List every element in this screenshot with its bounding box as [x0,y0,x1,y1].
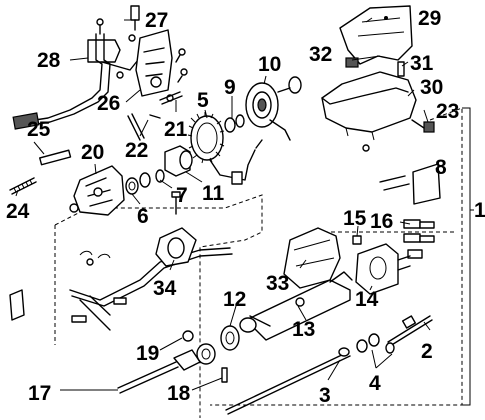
part-22-shaft [127,113,161,141]
callout-18: 18 [167,382,191,405]
part-15-nut [352,235,362,245]
callout-32: 32 [309,43,332,66]
part-4-bushing [356,333,395,354]
callout-15: 15 [343,207,367,230]
part-7-washer [139,169,165,188]
part-28-turn-signal-switch [12,18,139,130]
callout-labels: 1 2 3 4 5 6 7 8 9 10 11 12 13 14 15 16 1… [6,7,485,407]
callout-25: 25 [27,118,51,141]
part-34-multifunction-switch [69,227,233,331]
callout-33: 33 [266,272,289,295]
callout-11: 11 [202,182,225,205]
part-6-bearing [125,177,139,195]
callout-8: 8 [435,156,447,179]
callout-4: 4 [369,372,381,395]
callout-31: 31 [410,52,434,75]
part-31-screw [397,61,405,77]
callout-7: 7 [176,184,188,207]
part-18-bolt [221,367,228,383]
callout-21: 21 [164,118,188,141]
part-hub [164,145,193,177]
callout-30: 30 [420,76,443,99]
part-30-lower-shroud [321,71,417,152]
part-29-upper-shroud [339,5,413,65]
part-24-spring [9,177,37,195]
callout-29: 29 [418,7,441,30]
callout-5: 5 [197,89,209,112]
part-2-rod [387,315,433,347]
callout-6: 6 [137,205,149,228]
part-17-intermediate-shaft [117,343,216,394]
part-16-screws [403,219,435,259]
callout-10: 10 [258,53,281,76]
callout-17: 17 [28,382,51,405]
callout-14: 14 [355,288,379,311]
part-10-clockspring [245,76,302,141]
callout-19: 19 [136,342,159,365]
part-33-column-housing [283,227,341,289]
callout-28: 28 [37,49,61,72]
part-screws-left [71,191,181,323]
assembly-outline [54,107,474,418]
callout-12: 12 [223,288,246,311]
part-32-clip [345,57,359,68]
part-14-lock-cylinder [355,243,411,295]
part-25-rod [39,149,72,166]
callout-27: 27 [145,9,168,32]
part-11-harness [209,139,263,185]
part-23-clip [411,119,435,133]
part-12-bearing [220,325,240,351]
callout-20: 20 [81,141,104,164]
callout-1: 1 [474,199,485,222]
part-21-pin [159,91,183,105]
part-9-washer [224,114,245,133]
callout-34: 34 [153,277,177,300]
callout-22: 22 [125,139,148,162]
part-19-nut [182,330,194,342]
part-8-bracket [379,163,441,205]
callout-9: 9 [224,76,236,99]
part-13-column-jacket [239,271,353,341]
callout-13: 13 [292,318,315,341]
callout-26: 26 [97,92,120,115]
part-26-lock-housing [128,29,188,102]
callout-2: 2 [421,340,433,363]
callout-23: 23 [436,100,459,123]
part-27-screw [130,5,140,31]
part-20-housing [69,165,125,216]
leader-lines [15,17,441,391]
part-5-upper-bearing-spring [187,112,225,164]
callout-16: 16 [370,210,393,233]
part-left-bracket [9,289,25,321]
callout-3: 3 [319,384,331,407]
callout-24: 24 [6,200,30,223]
part-3-steering-shaft [225,347,351,415]
